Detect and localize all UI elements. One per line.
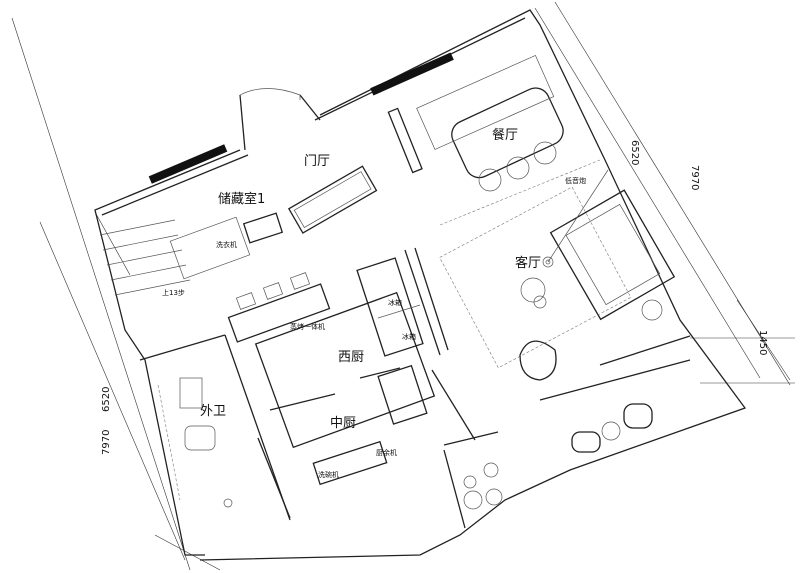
armchair bbox=[519, 340, 557, 381]
entry-door bbox=[239, 88, 301, 100]
tall-cabinet bbox=[387, 107, 423, 174]
fixture-label-disposer: 厨余机 bbox=[376, 449, 397, 457]
fixture-label-washer: 洗衣机 bbox=[216, 241, 237, 249]
fixture-label-lamp: 低音炮 bbox=[565, 177, 586, 185]
room-label-foyer: 门厅 bbox=[304, 154, 331, 169]
dining-table bbox=[416, 55, 564, 192]
dimension-left-inner: 6520 bbox=[101, 386, 112, 412]
window-bar-top bbox=[370, 52, 454, 96]
fixture-label-oven: 蒸烤一体机 bbox=[290, 323, 325, 331]
dimension-top-right-outer: 7970 bbox=[689, 165, 700, 191]
washer-box bbox=[242, 212, 284, 244]
window-bar-left bbox=[148, 144, 228, 184]
room-label-guest-bath: 外卫 bbox=[200, 404, 227, 419]
hob bbox=[377, 364, 428, 425]
fixture-label-fridge-2: 冰箱 bbox=[402, 333, 416, 341]
fixture-label-fridge-1: 冰箱 bbox=[388, 299, 402, 307]
partitions bbox=[257, 159, 691, 519]
kitchen-island bbox=[227, 272, 436, 449]
dimension-right-segment: 1450 bbox=[757, 330, 768, 356]
dishwasher-box bbox=[312, 440, 388, 486]
rug bbox=[439, 186, 632, 369]
dimension-left-outer: 7970 bbox=[101, 429, 112, 455]
sofa bbox=[549, 189, 676, 321]
room-label-living: 客厅 bbox=[515, 256, 542, 271]
lamp-icon bbox=[542, 256, 554, 268]
plants bbox=[463, 462, 503, 510]
fridges bbox=[356, 257, 424, 357]
fixture-label-stair: 上13步 bbox=[162, 289, 185, 297]
stairs bbox=[99, 216, 251, 296]
room-label-storage: 储藏室1 bbox=[218, 192, 266, 207]
room-label-dining: 餐厅 bbox=[492, 128, 519, 143]
foyer-cabinet bbox=[287, 165, 378, 234]
dimension-top-right-inner: 6520 bbox=[629, 140, 640, 166]
fixture-label-dishwasher: 洗碗机 bbox=[318, 471, 339, 479]
room-label-chinese-kitchen: 中厨 bbox=[330, 416, 357, 431]
balcony-chair-2 bbox=[623, 403, 653, 429]
outer-walls bbox=[94, 9, 747, 561]
room-label-western-kitchen: 西厨 bbox=[338, 350, 365, 365]
dimension-lines bbox=[11, 1, 795, 571]
balcony-chair-1 bbox=[571, 431, 601, 453]
guest-bath bbox=[139, 334, 291, 521]
